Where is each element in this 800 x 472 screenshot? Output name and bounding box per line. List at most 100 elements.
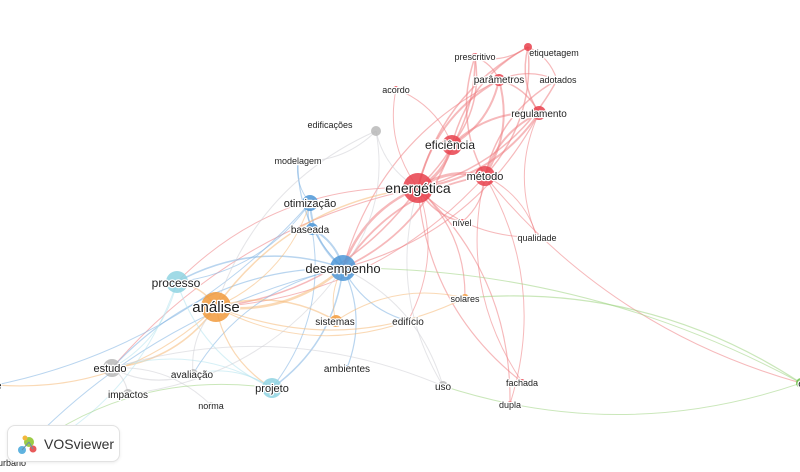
node-ambientes[interactable] [344,365,350,371]
label-prescritivo[interactable]: prescritivo [453,51,497,64]
node-estudo[interactable] [103,359,121,377]
link-solares-right_cut [464,295,800,384]
node-baseada[interactable] [306,223,318,235]
label-adotados[interactable]: adotados [538,74,578,87]
link-regulamento-qualidade [523,112,540,238]
label-processo[interactable]: processo [150,275,202,292]
label-baseada[interactable]: baseada [290,224,331,238]
label-sistemas[interactable]: sistemas [314,316,356,330]
vosviewer-logo-icon [16,433,38,455]
node-sistemas[interactable] [330,315,342,327]
label-norma[interactable]: norma [197,400,225,413]
link-metodo-etiquetagem [484,46,530,177]
link-desempenho-processo [176,255,344,283]
label-regulamento[interactable]: regulamento [510,108,569,122]
node-adotados[interactable] [554,77,560,83]
link-metodo-dupla [484,175,525,405]
node-dupla[interactable] [507,401,513,407]
vosviewer-badge[interactable]: VOSviewer [7,425,120,462]
link-estudo-norma [111,367,212,406]
node-otimizacao[interactable] [302,195,318,211]
label-dupla[interactable]: dupla [498,399,523,412]
node-acordo[interactable] [393,86,399,92]
node-qualidade[interactable] [534,234,540,240]
link-prescritivo-etiquetagem [474,46,529,60]
label-metodo[interactable]: método [465,170,504,185]
node-uso[interactable] [438,381,448,391]
link-parametros-desempenho [342,79,500,269]
label-estudo[interactable]: estudo [92,362,128,377]
label-otimizacao[interactable]: otimização [282,197,337,212]
node-energetica[interactable] [403,173,433,203]
node-solares[interactable] [461,294,469,302]
label-edificio[interactable]: edifício [391,316,426,330]
label-desempenho[interactable]: desempenho [304,260,382,278]
link-analise-energetica [215,187,419,308]
link-impactos-desempenho [127,267,344,395]
node-fachada[interactable] [519,379,525,385]
label-edificacoes[interactable]: edificações [306,119,354,132]
link-energetica-fachada [417,187,523,383]
node-parametros[interactable] [493,74,505,86]
label-uso[interactable]: uso [434,381,453,395]
node-prescritivo[interactable] [471,53,479,61]
node-modelagem[interactable] [295,158,301,164]
node-etiquetagem[interactable] [524,43,532,51]
link-metodo-fachada [476,175,523,383]
node-regulamento[interactable] [532,106,546,120]
node-analise[interactable] [201,292,231,322]
node-impactos[interactable] [123,389,133,399]
link-edificacoes-desempenho [342,130,380,269]
label-fachada[interactable]: fachada [505,377,540,390]
node-desempenho[interactable] [330,255,356,281]
link-desempenho-bottom_cut [11,267,344,463]
node-edificio[interactable] [405,318,411,324]
label-right_cut[interactable]: e [797,378,800,392]
label-layer: energética eficiência método regulamento par… [0,47,800,470]
label-projeto[interactable]: projeto [254,382,290,397]
node-metodo[interactable] [475,166,495,186]
link-otimizacao-processo [176,202,311,283]
label-solares[interactable]: solares [449,293,481,306]
link-energetica-processo [176,187,419,283]
link-energetica-acordo [392,88,419,189]
link-eficiencia-etiquetagem [451,46,529,146]
label-ambientes[interactable]: ambientes [323,363,372,377]
node-processo[interactable] [166,271,188,293]
label-avaliacao[interactable]: avaliação [170,369,215,383]
node-avaliacao[interactable] [188,369,198,379]
label-modelagem[interactable]: modelagem [273,155,323,168]
node-norma[interactable] [208,402,214,408]
link-sistemas-solares [335,292,466,322]
link-metodo-parametros [484,79,505,177]
link-desempenho-right_cut [342,267,800,384]
label-left_cut[interactable]: de [0,380,3,394]
link-baseada-projeto [271,228,316,389]
link-analise-solares [215,297,466,331]
vosviewer-brand-label: VOSviewer [44,435,115,452]
label-nivel[interactable]: nível [451,217,473,230]
link-energetica-analise [215,187,419,308]
label-impactos[interactable]: impactos [107,389,150,403]
label-energetica[interactable]: energética [384,179,452,198]
label-qualidade[interactable]: qualidade [516,232,558,245]
link-energetica-prescritivo [417,56,476,189]
label-parametros[interactable]: parâmetros [472,74,525,88]
node-nivel[interactable] [459,219,465,225]
node-right_cut[interactable] [796,378,800,388]
link-uso-estudo [111,345,444,387]
label-analise[interactable]: análise [191,298,241,318]
label-acordo[interactable]: acordo [381,84,411,97]
link-analise-otimizacao [215,202,311,308]
node-projeto[interactable] [262,378,282,398]
link-analise-edificio [215,306,409,337]
link-uso-energetica [406,187,444,387]
node-edificacoes[interactable] [371,126,381,136]
label-etiquetagem[interactable]: etiquetagem [528,47,580,60]
node-eficiencia[interactable] [442,135,462,155]
node-layer [9,43,800,465]
label-eficiencia[interactable]: eficiência [424,137,477,154]
link-metodo-right_cut [484,175,800,384]
